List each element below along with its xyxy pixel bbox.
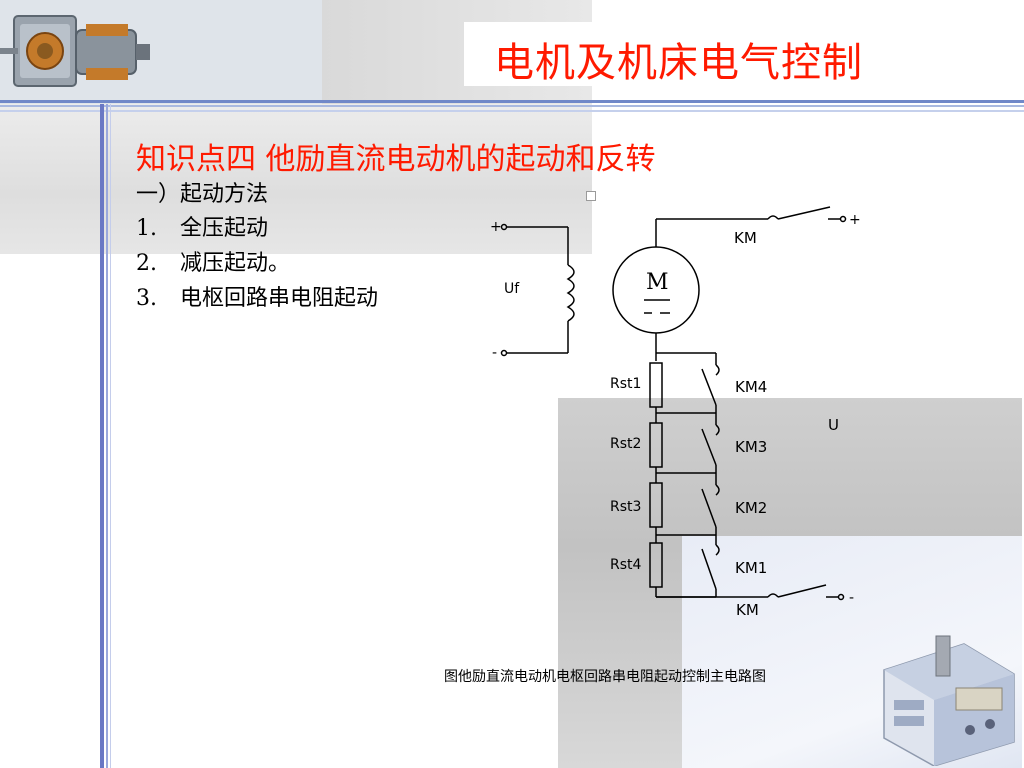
resistor-icon — [649, 482, 663, 528]
list-number: 3. — [136, 286, 157, 311]
bypass-contact-km4 — [701, 353, 720, 413]
terminal-icon — [837, 593, 845, 601]
section-title: 知识点四 他励直流电动机的起动和反转 — [136, 142, 656, 177]
contact-icon — [715, 544, 720, 556]
list-number: 1. — [136, 216, 157, 241]
field-minus-label: - — [492, 345, 497, 361]
list-number: 2. — [136, 251, 157, 276]
contact-label: KM4 — [735, 378, 767, 396]
motor-illustration — [0, 0, 322, 104]
supply-plus-label: + — [849, 212, 861, 228]
supply-voltage-label: U — [828, 416, 839, 434]
list-text: 减压起动。 — [180, 251, 291, 276]
contact-icon — [767, 593, 779, 598]
bypass-contact-km3 — [701, 413, 720, 473]
contact-icon — [715, 484, 720, 496]
km-main-top: + KM — [656, 206, 861, 247]
resistor-label: Rst1 — [610, 376, 641, 392]
resistor-icon — [649, 422, 663, 468]
contactor-photo — [883, 635, 1015, 766]
motor-photo — [0, 0, 322, 104]
km-main-bottom: - KM — [656, 584, 854, 619]
contact-icon — [715, 364, 720, 376]
side-rule — [100, 104, 104, 768]
resistor-ladder: Rst1 Rst2 Rst3 Rst4 KM4 — [610, 352, 767, 598]
subsection-title: 一）起动方法 — [136, 182, 269, 207]
resistor-label: Rst2 — [610, 436, 641, 452]
field-plus-label: + — [490, 219, 502, 235]
contact-icon — [715, 424, 720, 436]
contact-label: KM1 — [735, 559, 767, 577]
motor-label: M — [646, 270, 669, 295]
km-bottom-label: KM — [736, 601, 759, 619]
field-circuit: + - Uf — [490, 219, 575, 361]
list-item: 3. 电枢回路串电阻起动 — [136, 280, 378, 312]
figure-caption: 图他励直流电动机电枢回路串电阻起动控制主电路图 — [444, 669, 766, 685]
header-rule — [0, 100, 1024, 103]
list-item: 1. 全压起动 — [136, 210, 268, 242]
terminal-icon — [500, 349, 508, 357]
list-text: 全压起动 — [180, 216, 269, 241]
page-title: 电机及机床电气控制 — [494, 40, 863, 86]
contact-icon — [767, 215, 779, 220]
field-coil-icon — [566, 264, 575, 322]
side-rule — [110, 104, 111, 768]
resistor-icon — [649, 542, 663, 588]
title-box — [464, 22, 916, 86]
contact-label: KM3 — [735, 438, 767, 456]
resistor-label: Rst3 — [610, 499, 641, 515]
list-item: 2. 减压起动。 — [136, 245, 290, 277]
terminal-icon — [500, 223, 508, 231]
supply-minus-label: - — [849, 590, 854, 606]
content-gray-panel — [0, 104, 592, 254]
side-rule — [106, 104, 108, 768]
terminal-icon — [839, 215, 847, 223]
field-voltage-label: Uf — [504, 281, 520, 297]
header-rule — [0, 110, 1024, 112]
circuit-diagram: + - Uf M + KM — [490, 206, 861, 619]
motor-symbol: M — [612, 219, 700, 361]
bypass-contact-km1 — [701, 535, 720, 597]
header-rule — [0, 105, 1024, 107]
contact-label: KM2 — [735, 499, 767, 517]
resistor-icon — [649, 362, 663, 408]
bypass-contact-km2 — [701, 473, 720, 535]
list-text: 电枢回路串电阻起动 — [180, 286, 379, 311]
km-top-label: KM — [734, 229, 757, 247]
selection-handle — [586, 191, 596, 201]
resistor-label: Rst4 — [610, 557, 642, 573]
